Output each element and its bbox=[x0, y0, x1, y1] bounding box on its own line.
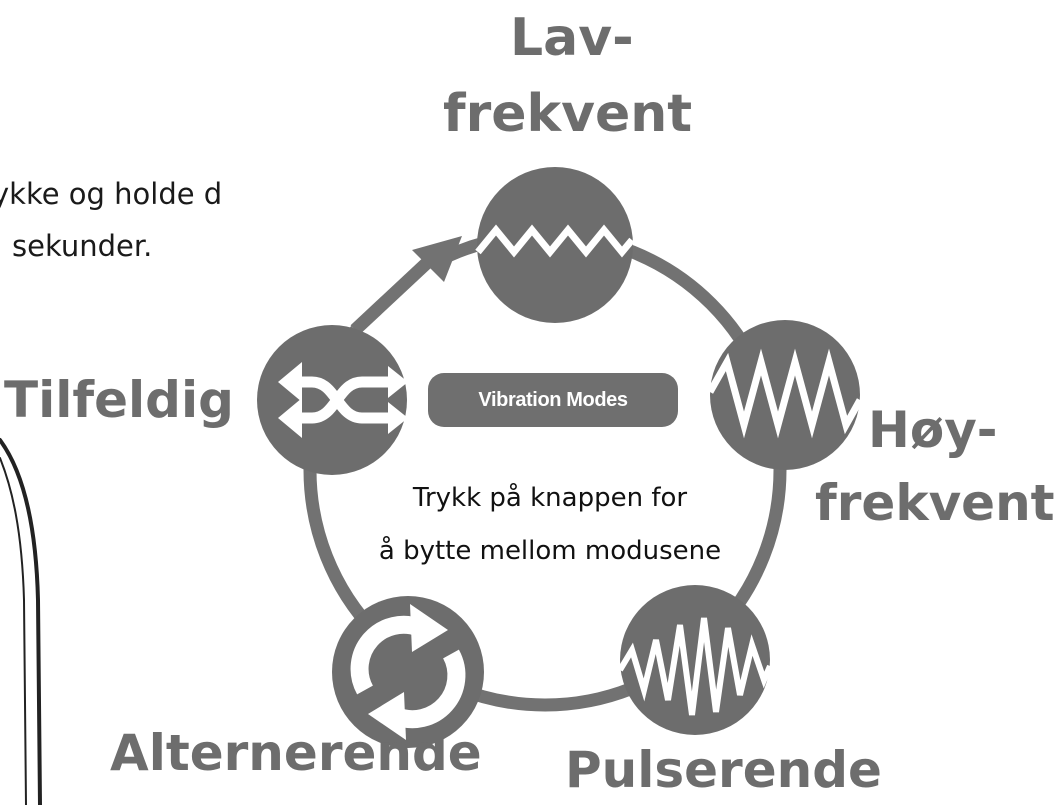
random-mode-icon bbox=[257, 325, 408, 475]
instruction-line-partial-1: ykke og holde d bbox=[0, 177, 223, 211]
vibration-modes-badge: Vibration Modes bbox=[428, 373, 678, 427]
center-instruction-line1: Trykk på knappen for bbox=[412, 483, 688, 513]
alternating-arrows-icon bbox=[350, 604, 466, 740]
shuffle-arrow-lower bbox=[278, 398, 302, 438]
high-frequency-wave-icon bbox=[706, 348, 864, 439]
pulse-mode-icon bbox=[617, 585, 773, 735]
shuffle-icon bbox=[288, 376, 398, 424]
low-frequency-mode-icon bbox=[475, 167, 635, 323]
center-instruction-line2: å bytte mellom modusene bbox=[378, 536, 722, 566]
low-frequency-wave-icon bbox=[475, 224, 635, 258]
shuffle-arrow-upper bbox=[278, 362, 302, 402]
instruction-line-partial-2: sekunder. bbox=[12, 229, 153, 263]
cycle-arrow-icon bbox=[348, 236, 462, 338]
low-frequency-label-line1: Lav- bbox=[510, 8, 634, 68]
pulse-wave-icon bbox=[617, 617, 773, 716]
pulse-label: Pulserende bbox=[565, 741, 882, 799]
alternating-mode-icon bbox=[332, 596, 484, 748]
high-frequency-mode-icon bbox=[706, 320, 864, 470]
alternating-label: Alternerende bbox=[110, 724, 482, 782]
high-frequency-label-line2: frekvent bbox=[815, 474, 1055, 532]
random-label: Tilfeldig bbox=[4, 371, 234, 429]
low-frequency-label-line2: frekvent bbox=[443, 84, 693, 144]
device-outline bbox=[0, 438, 42, 805]
high-frequency-label-line1: Høy- bbox=[868, 401, 998, 459]
